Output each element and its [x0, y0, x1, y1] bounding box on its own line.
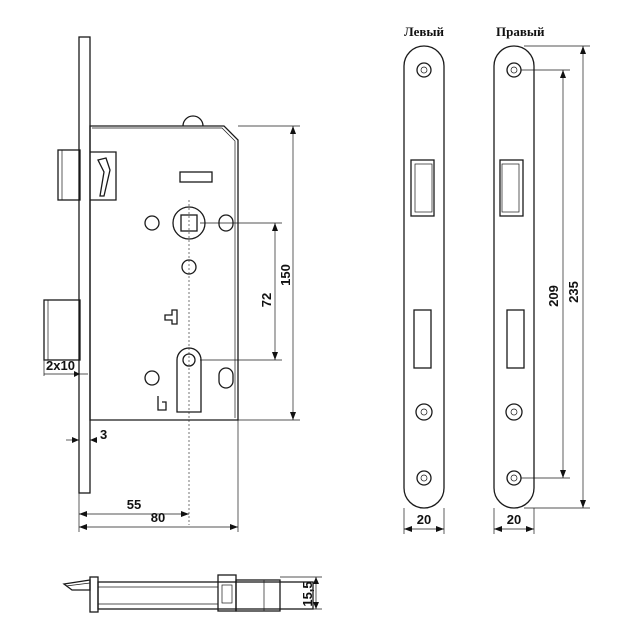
top-notch [182, 115, 204, 127]
latch-bolt-inner [61, 149, 81, 201]
screw-hole-left [144, 215, 160, 231]
side-faceplate [89, 576, 99, 613]
lock-front-view [43, 36, 282, 525]
faceplate [78, 36, 91, 494]
dim-55-text: 55 [127, 497, 141, 512]
dim-20-left: 20 [403, 508, 445, 534]
left-plate-outline [403, 45, 445, 509]
lock-body-inner-edge [92, 127, 236, 418]
dim-2x10: 2x10 [43, 358, 88, 377]
dim-2x10-text: 2x10 [46, 358, 75, 373]
dim-3: 3 [66, 427, 107, 445]
follower-square [180, 214, 198, 232]
left-bolt-opening [413, 309, 432, 369]
deadbolt [43, 299, 81, 361]
right-bottom-screw [506, 470, 522, 486]
left-plate-label: Левый [404, 24, 445, 39]
dim-235: 235 [524, 45, 590, 509]
side-block-1 [217, 574, 237, 612]
dim-55: 55 [78, 493, 189, 532]
dim-20-right: 20 [493, 508, 535, 534]
right-latch-opening [499, 159, 524, 217]
right-mid-screw [505, 403, 523, 421]
left-mid-screw [415, 403, 433, 421]
latch-bolt [57, 149, 81, 201]
side-latch-tip [62, 579, 91, 591]
dim-80: 80 [79, 420, 239, 532]
right-top-screw [506, 62, 522, 78]
dim-150: 150 [238, 125, 300, 421]
left-top-screw [416, 62, 432, 78]
lock-body [89, 125, 239, 421]
right-bolt-opening [506, 309, 525, 369]
dim-72: 72 [259, 223, 278, 360]
dim-20-right-text: 20 [507, 512, 521, 527]
dim-209: 209 [521, 69, 570, 479]
lower-hole-left [144, 370, 160, 386]
dim-209-text: 209 [546, 285, 561, 307]
dim-15-5: 15,5 [280, 576, 322, 610]
lower-key-mark [157, 396, 167, 411]
latch-housing [90, 151, 117, 201]
center-hole [181, 259, 197, 275]
dim-80-text: 80 [151, 510, 165, 525]
dim-3-text: 3 [100, 427, 107, 442]
top-slot [179, 171, 213, 183]
side-body [97, 581, 314, 610]
dim-72-text: 72 [259, 293, 274, 307]
small-lever [164, 309, 178, 325]
dim-150-text: 150 [278, 264, 293, 286]
latch-spring [97, 157, 111, 197]
right-plate-outline [493, 45, 535, 509]
side-block-2 [235, 579, 281, 612]
deadbolt-inner [47, 299, 81, 361]
dim-20-left-text: 20 [417, 512, 431, 527]
dim-15-5-text: 15,5 [300, 581, 315, 606]
strike-plate-right: Правый [493, 24, 545, 509]
right-plate-label: Правый [496, 24, 545, 39]
dim-235-text: 235 [566, 281, 581, 303]
lock-side-view [62, 574, 314, 613]
lower-hole-right [218, 367, 234, 389]
left-latch-opening [410, 159, 435, 217]
left-bottom-screw [416, 470, 432, 486]
strike-plate-left: Левый [403, 24, 445, 509]
